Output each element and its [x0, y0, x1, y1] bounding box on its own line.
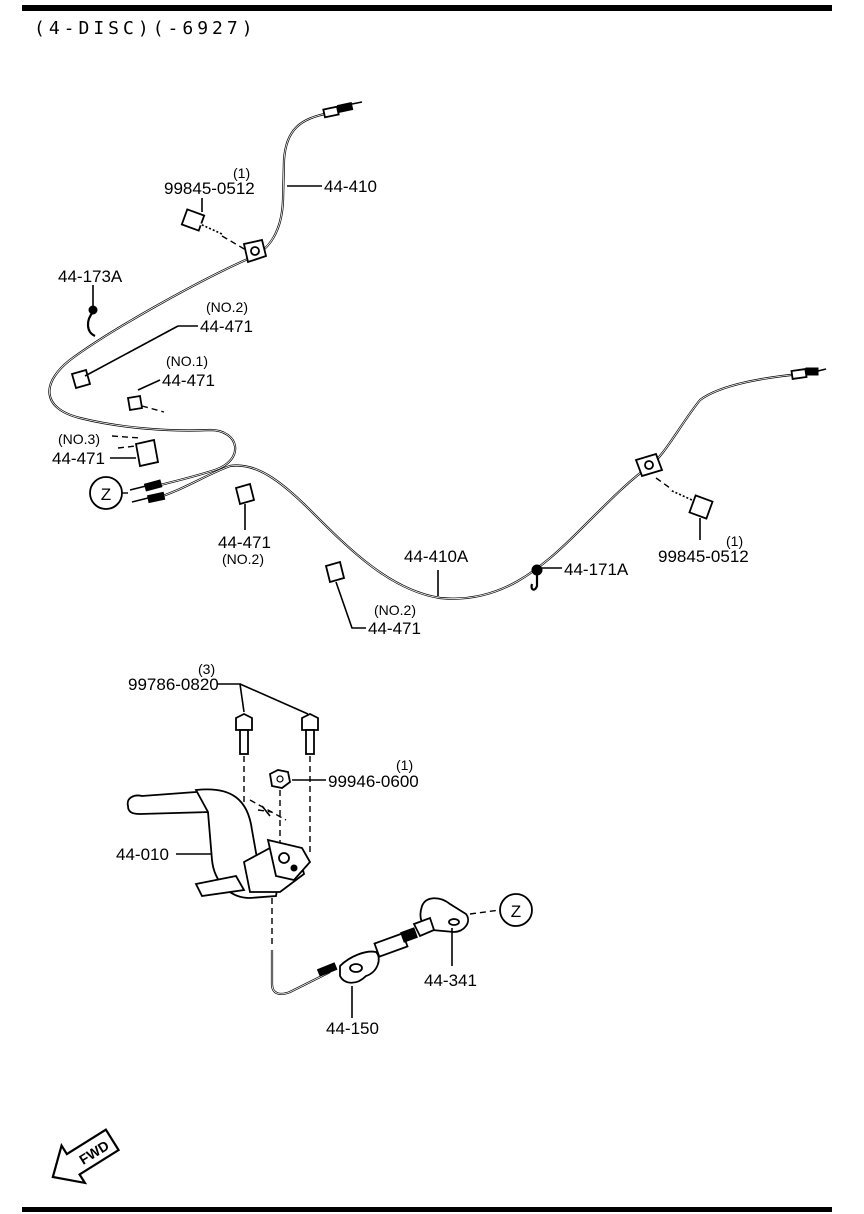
label-clip-no2-b: 44-471 — [218, 533, 271, 552]
clip-no2-lower — [324, 560, 346, 584]
leader-bolt-lever-right — [239, 683, 309, 715]
clip-no1 — [126, 394, 165, 413]
bolt-99786-0820-right — [301, 712, 319, 852]
label-bolt-qty-top: (1) — [233, 165, 250, 181]
label-equalizer: 44-341 — [424, 971, 477, 990]
clip-no3 — [111, 435, 160, 468]
label-bolt-lever: 99786-0820 — [128, 675, 219, 694]
label-cable-front: 44-410 — [324, 177, 377, 196]
parking-brake-lever-44-010 — [126, 788, 312, 899]
cable-end-fitting-top — [322, 101, 363, 119]
hook-44-173A — [86, 285, 98, 338]
label-bolt-right: 99845-0512 — [658, 547, 749, 566]
label-hook-right: 44-171A — [564, 560, 629, 579]
leader-clip-no2-c — [335, 581, 366, 629]
label-clip-no1-note: (NO.1) — [166, 353, 208, 369]
reference-z-upper: Z — [89, 476, 132, 510]
equalizer-44-341 — [412, 897, 469, 938]
label-clip-no2-b-note: (NO.2) — [222, 551, 264, 567]
front-cable-44-150 — [270, 898, 418, 995]
label-nut: 99946-0600 — [328, 772, 419, 791]
label-cable-rear: 44-410A — [404, 547, 469, 566]
cable-ends-near-z — [129, 479, 166, 504]
reference-z-lower: Z — [469, 893, 533, 927]
bolt-99845-0512-top — [180, 208, 247, 251]
leader-clip-no2-a — [84, 325, 179, 377]
cable-end-fitting-right — [790, 367, 827, 380]
label-clip-no2-a-note: (NO.2) — [206, 299, 248, 315]
top-border-rule — [22, 5, 832, 11]
label-bolt-top: 99845-0512 — [164, 179, 255, 198]
label-hook-left: 44-173A — [58, 267, 123, 286]
label-front-cable: 44-150 — [326, 1019, 379, 1038]
clip-no2-upper — [70, 368, 92, 390]
label-nut-qty: (1) — [396, 757, 413, 773]
cable-bracket-top — [242, 238, 268, 264]
leader-clip-no1 — [137, 379, 161, 391]
label-clip-no2-a: 44-471 — [200, 317, 253, 336]
reference-z-label-lower: Z — [511, 902, 521, 921]
label-bolt-qty-lever: (3) — [198, 661, 215, 677]
clip-no2-middle — [234, 482, 256, 506]
fwd-arrow-icon: FWD — [51, 1128, 121, 1185]
label-clip-no3: 44-471 — [52, 449, 105, 468]
leader-bolt-lever-left — [218, 683, 245, 713]
label-clip-no3-note: (NO.3) — [58, 431, 100, 447]
hook-44-171A — [530, 564, 543, 591]
bottom-border-rule — [22, 1207, 832, 1212]
label-clip-no1: 44-471 — [162, 371, 215, 390]
reference-z-label: Z — [101, 485, 111, 504]
diagram-header: (4-DISC)(-6927) — [34, 18, 257, 39]
bolt-99845-0512-right — [655, 477, 714, 520]
label-clip-no2-c-note: (NO.2) — [374, 602, 416, 618]
label-bolt-qty-right: (1) — [726, 533, 743, 549]
label-clip-no2-c: 44-471 — [368, 619, 421, 638]
label-lever: 44-010 — [116, 845, 169, 864]
cable-bracket-right — [634, 452, 664, 478]
